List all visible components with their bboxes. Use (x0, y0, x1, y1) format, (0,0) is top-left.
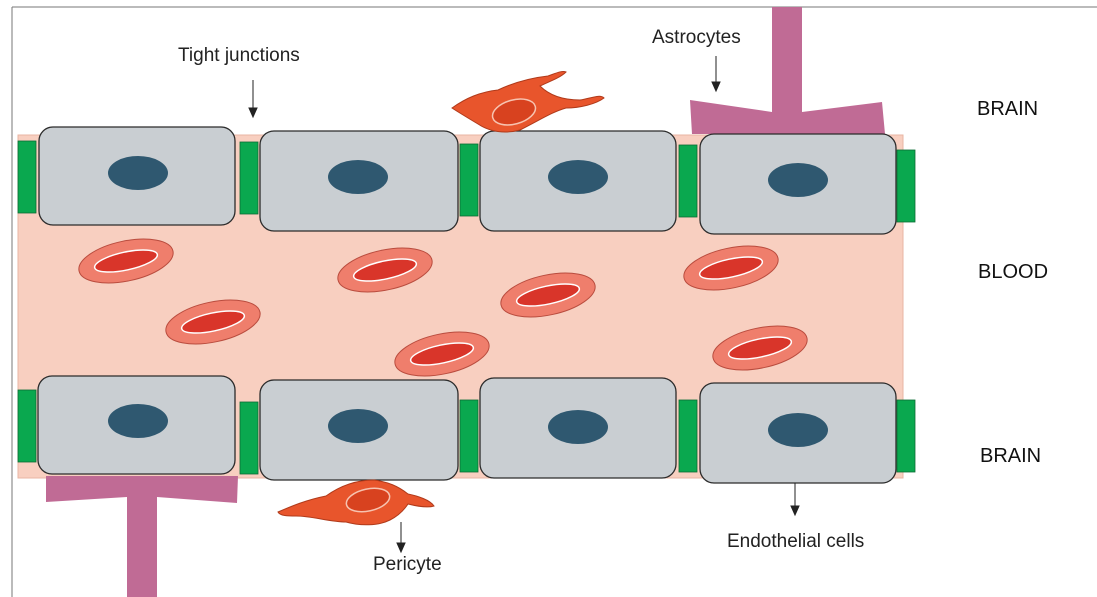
blood-label: BLOOD (978, 261, 1048, 284)
tight-junction (460, 144, 478, 216)
cell-nucleus (328, 409, 388, 443)
endothelial-cells-arrow (791, 483, 799, 515)
tight-junction (18, 141, 36, 213)
cell-nucleus (108, 156, 168, 190)
cell-nucleus (768, 163, 828, 197)
tight-junction (679, 400, 697, 472)
cell-nucleus (548, 410, 608, 444)
tight-junction (897, 150, 915, 222)
cell-nucleus (548, 160, 608, 194)
astrocytes-label: Astrocytes (652, 27, 741, 49)
pericyte-top (452, 71, 604, 132)
tight-junction (897, 400, 915, 472)
tight-junction (679, 145, 697, 217)
tight-junction (18, 390, 36, 462)
cell-nucleus (768, 413, 828, 447)
pericyte-arrow (397, 522, 405, 552)
cell-nucleus (328, 160, 388, 194)
pericyte-label: Pericyte (373, 554, 442, 576)
tight-junctions-arrow (249, 80, 257, 117)
cell-nucleus (108, 404, 168, 438)
brain-top-label: BRAIN (977, 98, 1038, 121)
tight-junctions-label: Tight junctions (178, 45, 300, 67)
endothelial-cells-label: Endothelial cells (727, 531, 864, 553)
tight-junction (460, 400, 478, 472)
astrocytes-arrow (712, 56, 720, 91)
astrocyte-bottom (46, 476, 238, 597)
tight-junction (240, 402, 258, 474)
tight-junction (240, 142, 258, 214)
brain-bottom-label: BRAIN (980, 445, 1041, 468)
pericyte-bottom (278, 480, 434, 525)
